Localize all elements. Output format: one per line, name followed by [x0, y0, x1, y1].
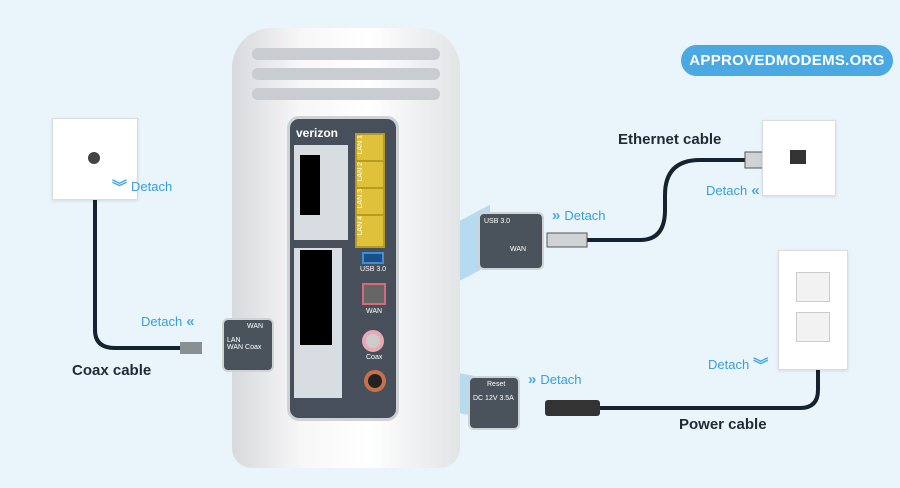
- chevrons-right-icon: »: [552, 207, 561, 224]
- detach-text: Detach: [564, 208, 606, 223]
- ethernet-wall-detach: Detach«: [706, 182, 760, 199]
- coax-cable-label: Coax cable: [72, 362, 152, 379]
- power-wall-outlet: [778, 250, 848, 370]
- coax-label: Coax: [245, 344, 262, 351]
- vent: [252, 48, 440, 60]
- power-router-detach: »Detach: [528, 371, 582, 388]
- dc-port[interactable]: [364, 370, 386, 392]
- coax-wall-detach: ︾Detach: [112, 176, 172, 197]
- brand-logo: verizon: [296, 126, 339, 140]
- redacted-label: [300, 155, 320, 215]
- chevrons-down-icon: ︾: [753, 357, 769, 374]
- usb-label: USB 3.0: [360, 266, 387, 273]
- wan-label: WAN: [510, 246, 527, 253]
- redacted-label: [300, 250, 332, 345]
- wan-label: WAN: [247, 323, 264, 330]
- power-socket-2[interactable]: [796, 312, 830, 342]
- coax-router-detach: Detach«: [141, 313, 195, 330]
- chevrons-left-icon: «: [186, 313, 195, 330]
- power-plug: [545, 400, 600, 416]
- usb-port[interactable]: [362, 252, 384, 264]
- power-cable: [600, 370, 820, 410]
- dc-label: DC 12V 3.5A: [473, 395, 514, 402]
- led-label: WAN: [227, 344, 244, 351]
- ethernet-router-detach: »Detach: [552, 207, 606, 224]
- coax-port[interactable]: [362, 330, 384, 352]
- coax-label: Coax: [366, 354, 383, 361]
- ethernet-plug: [546, 232, 588, 248]
- ethernet-cable-label: Ethernet cable: [618, 131, 722, 148]
- coax-wall-jack[interactable]: [88, 152, 100, 164]
- power-socket-1[interactable]: [796, 272, 830, 302]
- power-wall-detach: Detach︾: [708, 354, 768, 375]
- power-port-inset: Reset DC 12V 3.5A: [468, 376, 520, 430]
- ethernet-wall-jack[interactable]: [790, 150, 806, 164]
- coax-connector: [180, 342, 202, 354]
- ethernet-cable: [585, 158, 750, 242]
- wan-label: WAN: [366, 308, 383, 315]
- led-label: LAN: [227, 337, 241, 344]
- wan-port[interactable]: [362, 283, 386, 305]
- usb-label: USB 3.0: [484, 218, 511, 225]
- vent: [252, 88, 440, 100]
- detach-text: Detach: [708, 357, 750, 372]
- lan-port-4[interactable]: LAN 4: [355, 214, 385, 248]
- power-cable-label: Power cable: [679, 416, 767, 433]
- chevrons-left-icon: «: [751, 182, 760, 199]
- detach-text: Detach: [141, 314, 183, 329]
- site-badge: APPROVEDMODEMS.ORG: [681, 45, 893, 76]
- detach-text: Detach: [706, 183, 748, 198]
- reset-label: Reset: [487, 381, 506, 388]
- chevrons-down-icon: ︾: [112, 179, 128, 196]
- detach-text: Detach: [131, 179, 173, 194]
- vent: [252, 68, 440, 80]
- coax-cable: [93, 190, 182, 350]
- chevrons-right-icon: »: [528, 371, 537, 388]
- detach-text: Detach: [540, 372, 582, 387]
